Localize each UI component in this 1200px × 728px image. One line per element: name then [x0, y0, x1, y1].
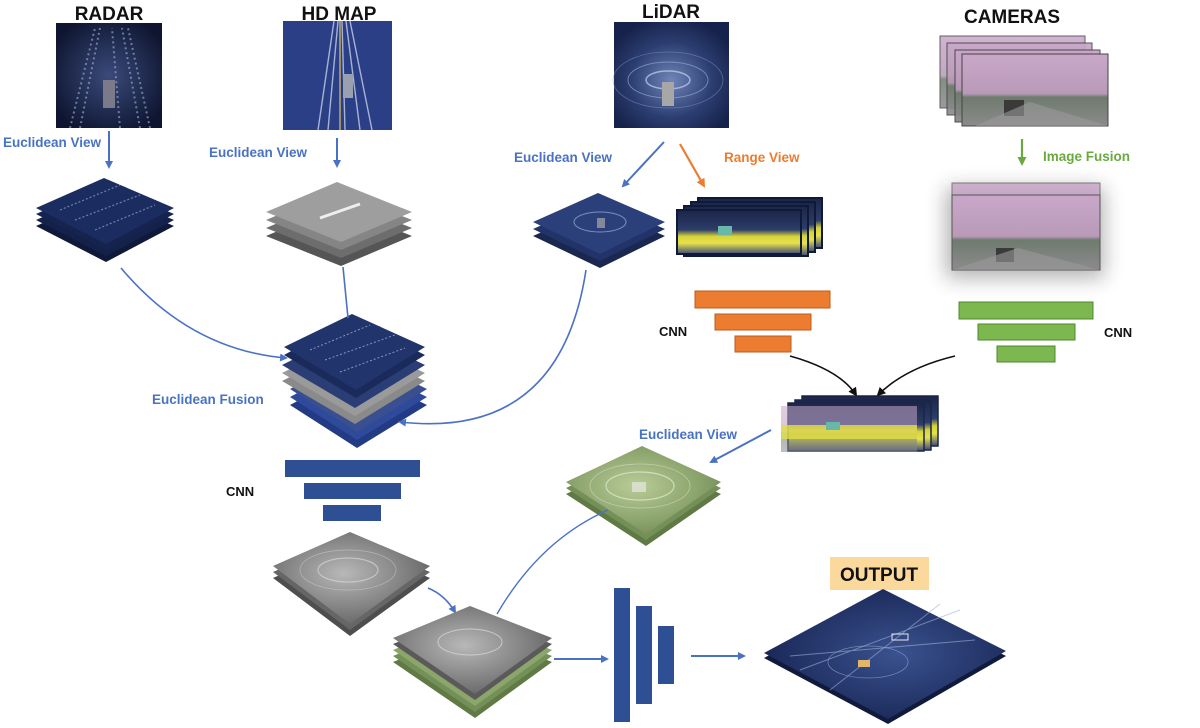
range-cnn-to-fusion-arrow [789, 355, 858, 397]
lidar-range-arrow [679, 143, 705, 188]
concatenated-feature-stack [393, 606, 552, 718]
radar-view-label: Euclidean View [3, 135, 102, 150]
lidar-bev-stack [533, 193, 665, 268]
lidar-image [612, 22, 729, 128]
lidar-range-label: Range View [724, 150, 800, 165]
cnn-fusion-label: CNN [226, 484, 254, 499]
lidar-header: LiDAR [642, 2, 700, 23]
fused-euclidean-arrow [709, 429, 772, 463]
hd-map-bev-stack [266, 182, 412, 266]
image-fusion-output [946, 182, 1104, 278]
fused-euclidean-label: Euclidean View [639, 427, 738, 442]
gray-to-concat-arrow [427, 587, 457, 614]
hd-map-image [283, 20, 392, 131]
cameras-header: CAMERAS [964, 7, 1060, 28]
camera-lidar-bev-stack [566, 446, 721, 546]
green-to-concat-curve [496, 509, 609, 615]
camera-cnn-to-fusion-arrow [876, 355, 956, 397]
lidar-euclidean-arrow [621, 141, 665, 188]
output-badge: OUTPUT [830, 557, 929, 590]
euclidean-fusion-label: Euclidean Fusion [152, 392, 264, 407]
lidar-to-fusion-curve [398, 269, 587, 427]
cameras-image-stack [939, 35, 1109, 127]
image-fusion-label: Image Fusion [1043, 149, 1130, 164]
output-map [764, 589, 1006, 724]
euclidean-feature-stack [273, 532, 430, 636]
cnn-camera-label: CNN [1104, 325, 1132, 340]
radar-image [56, 23, 162, 129]
cnn-range-block [694, 290, 831, 353]
radar-to-fusion-curve [120, 267, 288, 362]
cnn-range-label: CNN [659, 324, 687, 339]
final-cnn-block [614, 588, 674, 722]
lidar-range-view-stack [676, 197, 823, 257]
output-label: OUTPUT [840, 565, 919, 586]
lidar-euclidean-label: Euclidean View [514, 150, 613, 165]
radar-bev-stack [36, 178, 174, 262]
map-view-label: Euclidean View [209, 145, 308, 160]
hd-map-header: HD MAP [302, 4, 377, 25]
euclidean-fusion-stack [282, 314, 427, 448]
fused-range-view-stack [781, 395, 939, 452]
cnn-camera-block [958, 301, 1094, 363]
radar-header: RADAR [75, 4, 144, 25]
cnn-fusion-block [285, 460, 420, 521]
map-to-fusion-line [342, 266, 349, 319]
